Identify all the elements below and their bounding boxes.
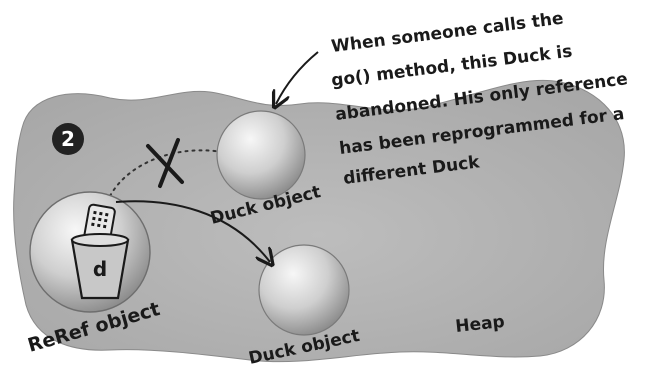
step-badge: 2 (52, 123, 84, 155)
step-number: 2 (61, 127, 75, 151)
new-duck-object (259, 245, 349, 335)
callout-pointer-arrow (276, 52, 318, 104)
abandoned-duck-object (217, 111, 305, 199)
reference-variable-label: d (93, 257, 107, 281)
